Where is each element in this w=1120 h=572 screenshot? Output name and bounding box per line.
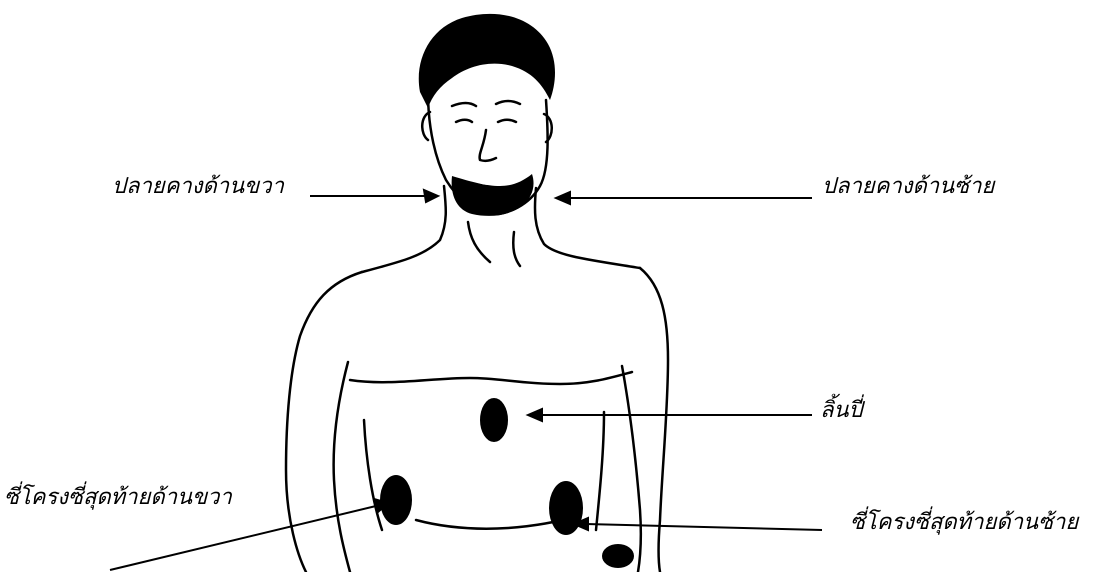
label-right-jaw-tip: ปลายคางด้านขวา: [112, 176, 284, 198]
hand-spot: [602, 544, 634, 568]
right-eye: [456, 120, 472, 122]
neck-inner-left: [513, 232, 520, 266]
neck-left: [535, 188, 640, 268]
chest-line: [350, 372, 632, 384]
hair: [419, 14, 555, 108]
left-arm-inner: [622, 366, 641, 572]
mouth: [476, 175, 504, 185]
left-eye: [498, 120, 516, 122]
torso-left-side: [596, 412, 604, 530]
left-rib-spot: [549, 481, 583, 535]
right-brow: [452, 103, 476, 106]
right-shoulder: [286, 272, 362, 572]
left-rib-arrow: [586, 524, 822, 530]
left-brow: [496, 101, 520, 104]
xiphoid-arrowhead: [528, 409, 542, 421]
right-rib-arrow: [110, 506, 376, 570]
left-jaw-arrowhead: [556, 192, 570, 204]
label-right-lowest-rib: ซี่โครงซี่สุดท้ายด้านขวา: [4, 487, 232, 509]
nose: [480, 130, 496, 161]
torso-right-side: [364, 420, 382, 530]
xiphoid-spot: [480, 398, 508, 442]
label-left-jaw-tip: ปลายคางด้านซ้าย: [822, 176, 994, 198]
right-jaw-arrowhead: [424, 190, 438, 202]
label-xiphoid: ลิ้นปี่: [820, 400, 863, 422]
right-rib-spot: [380, 475, 412, 525]
right-arm-inner: [334, 362, 350, 572]
neck-inner-right: [468, 222, 490, 262]
label-left-lowest-rib: ซี่โครงซี่สุดท้ายด้านซ้าย: [850, 512, 1078, 534]
